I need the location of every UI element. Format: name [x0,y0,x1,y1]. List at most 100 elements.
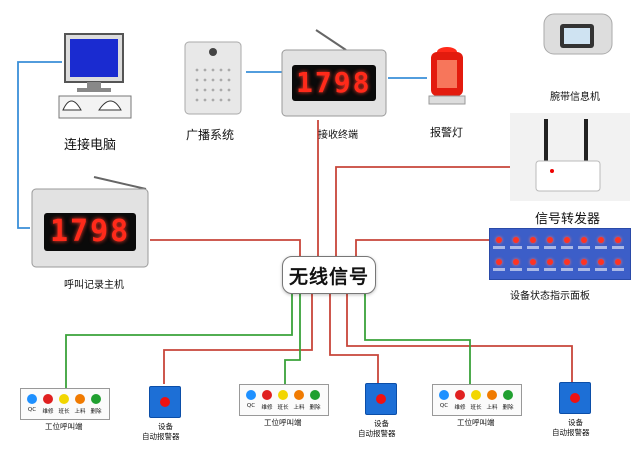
terminal-button-4[interactable] [91,394,101,404]
status-led [547,259,553,265]
alarm-label-mid-1: 设备 [374,419,389,428]
status-led [547,237,553,243]
status-led [598,237,604,243]
terminal-button-label: 删除 [309,405,321,411]
terminal-button-3[interactable] [75,394,85,404]
antenna-icon [93,176,147,190]
auto-alarm-button-right[interactable] [559,382,591,414]
wire-computer-host [17,61,62,229]
status-led-label [544,268,556,271]
terminal-button-label: 上料 [486,405,498,411]
antenna-icon [315,29,347,51]
alarm-light-label: 报警灯 [430,126,463,139]
terminal-button-1[interactable] [455,390,465,400]
terminal-button-2[interactable] [59,394,69,404]
wire-panel-hub [355,239,489,256]
status-led [598,259,604,265]
wire-hub-alarm-mid [329,292,379,384]
wireless-signal-hub: 无线信号 [282,256,376,294]
status-led [615,259,621,265]
workstation-terminal-left: QC 维修班长上料删除 [20,388,110,420]
auto-alarm-button-mid[interactable] [365,383,397,415]
status-led-label [544,246,556,249]
status-led [564,259,570,265]
status-led-label [612,268,624,271]
terminal-button-label: 维修 [42,409,54,415]
status-led-label [578,246,590,249]
terminal-button-label: 删除 [502,405,514,411]
status-led [615,237,621,243]
wire-hub-alarm-right [346,292,573,382]
terminal-button-0[interactable] [27,394,37,404]
computer-label: 连接电脑 [64,138,117,153]
terminal-button-0[interactable] [439,390,449,400]
terminal-button-2[interactable] [471,390,481,400]
status-led [496,259,502,265]
status-led-label [510,268,522,271]
alarm-label-right-1: 设备 [568,418,583,427]
host-label: 呼叫记录主机 [64,280,124,291]
host-digits: 1798 [50,214,131,249]
terminal-button-label: 班长 [470,405,482,411]
terminal-button-label: 上料 [293,405,305,411]
wire-hub-alarm-left [163,292,313,384]
status-led-label [561,246,573,249]
status-led [530,259,536,265]
terminal-button-4[interactable] [503,390,513,400]
receiver-digits: 1798 [296,66,372,99]
relay-device [510,113,630,201]
auto-alarm-button-left[interactable] [149,386,181,418]
status-led-label [595,268,607,271]
host-device: 1798 [28,175,152,271]
status-led-label [510,246,522,249]
status-led-label [612,246,624,249]
terminal-button-1[interactable] [43,394,53,404]
terminal-button-label: 维修 [261,405,273,411]
terminal-button-label: QC [27,407,37,413]
status-led [581,259,587,265]
wire-hub-term-left [65,292,293,388]
terminal-button-label: QC [246,403,256,409]
wristband-label: 腕带信息机 [550,92,600,103]
status-led-label [578,268,590,271]
terminal-button-label: 维修 [454,405,466,411]
receiver-device: 1798 [280,28,390,120]
status-led-label [493,246,505,249]
terminal-button-3[interactable] [294,390,304,400]
terminal-button-1[interactable] [262,390,272,400]
wire-hub-term-right [364,292,471,384]
terminal-button-label: 班长 [58,409,70,415]
alarm-label-right-2: 自动报警器 [552,428,590,437]
alarm-label-mid-2: 自动报警器 [358,429,396,438]
terminal-button-0[interactable] [246,390,256,400]
wire-relay-hub [335,166,524,256]
status-led [564,237,570,243]
terminal-label-right: 工位呼叫端 [457,418,495,427]
status-led-label [527,268,539,271]
workstation-terminal-mid: QC 维修班长上料删除 [239,384,329,416]
terminal-button-3[interactable] [487,390,497,400]
status-led-label [493,268,505,271]
alarm-label-left-1: 设备 [158,422,173,431]
status-led-label [527,246,539,249]
status-led [581,237,587,243]
speaker-icon [183,40,245,118]
terminal-button-label: QC [439,403,449,409]
terminal-button-label: 删除 [90,409,102,415]
terminal-button-label: 上料 [74,409,86,415]
terminal-button-4[interactable] [310,390,320,400]
computer-icon [55,30,135,130]
terminal-label-mid: 工位呼叫端 [264,418,302,427]
status-led [513,237,519,243]
terminal-button-label: 班长 [277,405,289,411]
wire-host-hub [150,239,301,256]
receiver-label: 接收终端 [318,130,358,141]
wristband-icon [540,8,615,68]
antenna-icon [544,119,548,163]
wire-hub-term-mid [284,292,301,384]
status-led [530,237,536,243]
relay-label: 信号转发器 [535,212,601,227]
terminal-button-2[interactable] [278,390,288,400]
alarm-light-icon [425,44,469,112]
